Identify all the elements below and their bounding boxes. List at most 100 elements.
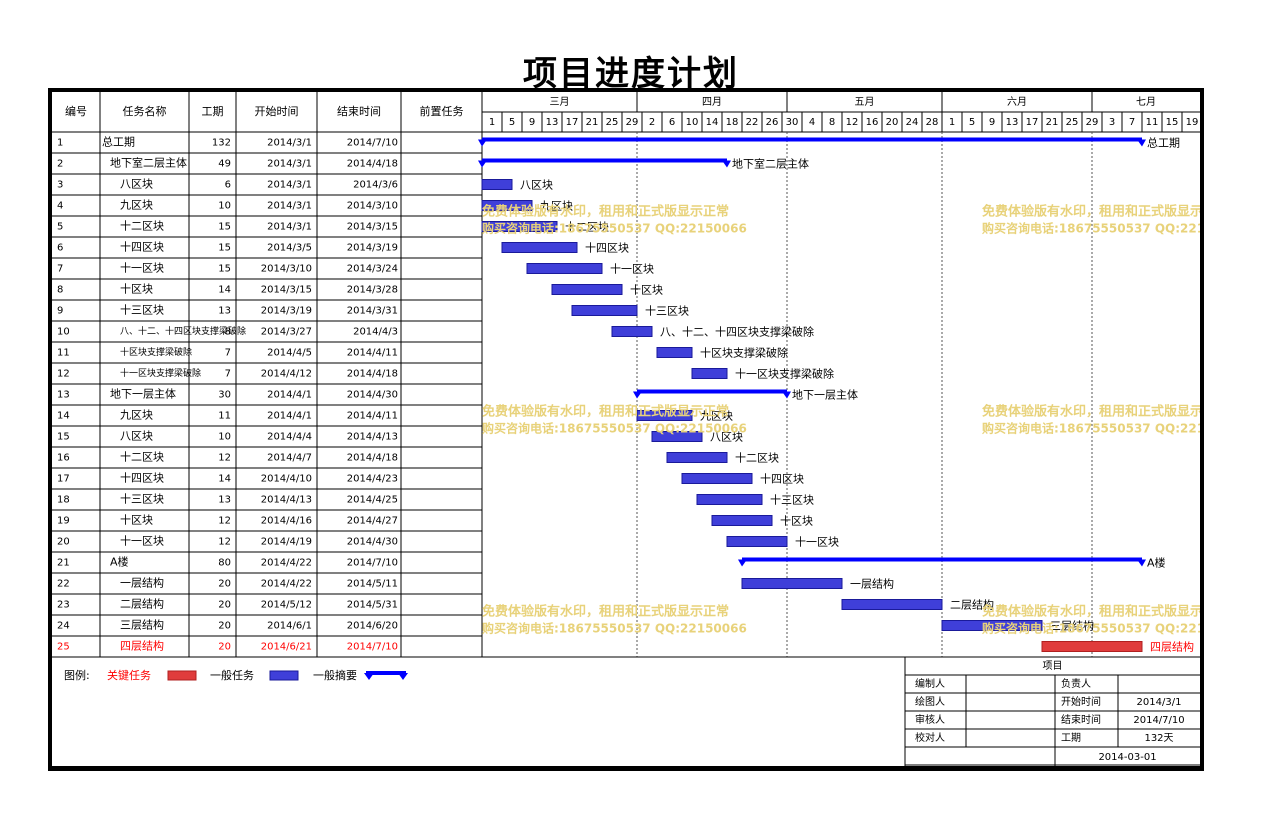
task-end: 2014/3/31 — [347, 306, 398, 317]
page-title: 项目进度计划 — [523, 54, 739, 94]
summary-cap — [722, 160, 731, 168]
task-end: 2014/4/27 — [347, 516, 398, 527]
task-duration: 14 — [218, 474, 231, 485]
task-duration: 20 — [218, 579, 231, 590]
task-end: 2014/5/31 — [347, 600, 398, 611]
task-id: 3 — [57, 180, 63, 191]
task-start: 2014/3/1 — [267, 222, 312, 233]
task-start: 2014/4/1 — [267, 411, 312, 422]
task-name: 十一区块 — [120, 534, 164, 548]
info-value: 2014/3/1 — [1137, 697, 1182, 708]
task-duration: 20 — [218, 621, 231, 632]
bar-label: 十一区块 — [795, 535, 839, 549]
task-name: 十二区块 — [120, 450, 164, 464]
task-duration: 12 — [218, 453, 231, 464]
general-task-bar — [481, 221, 558, 232]
summary-cap — [782, 391, 791, 399]
task-id: 1 — [57, 138, 63, 149]
task-start: 2014/3/5 — [267, 243, 312, 254]
task-id: 25 — [57, 642, 70, 653]
day-tick-label: 14 — [706, 117, 719, 128]
general-task-bar — [501, 242, 578, 253]
task-name: 十三区块 — [120, 492, 164, 506]
summary-bar — [482, 137, 1142, 142]
legend-general-label: 一般任务 — [210, 669, 254, 682]
task-end: 2014/4/3 — [353, 327, 398, 338]
day-tick-label: 25 — [606, 117, 619, 128]
bar-label: 四层结构 — [1150, 640, 1194, 654]
task-id: 6 — [57, 243, 63, 254]
task-duration: 14 — [218, 285, 231, 296]
watermark-text: 购买咨询电话:18675550537 QQ:22150066 — [982, 421, 1200, 436]
info-key: 结束时间 — [1061, 713, 1101, 726]
day-tick-label: 5 — [969, 117, 975, 128]
task-start: 2014/3/19 — [261, 306, 312, 317]
bar-label: 十三区块 — [770, 493, 814, 507]
watermark-text: 免费体验版有水印，租用和正式版显示正常 — [482, 204, 729, 220]
general-task-bar — [571, 305, 638, 316]
task-end: 2014/4/30 — [347, 390, 398, 401]
info-key: 审核人 — [915, 713, 945, 726]
summary-bar — [742, 557, 1142, 562]
task-start: 2014/4/22 — [261, 558, 312, 569]
bar-label: 九区块 — [700, 410, 733, 423]
task-name: 四层结构 — [120, 639, 164, 653]
watermark-text: 免费体验版有水印，租用和正式版显示正常 — [982, 204, 1200, 220]
legend-summary-swatch — [366, 671, 406, 675]
task-id: 7 — [57, 264, 63, 275]
summary-cap — [1137, 559, 1146, 567]
general-task-bar — [691, 368, 728, 379]
day-tick-label: 19 — [1186, 117, 1199, 128]
day-tick-label: 2 — [649, 117, 655, 128]
day-tick-label: 22 — [746, 117, 759, 128]
task-name: 十四区块 — [120, 240, 164, 254]
day-tick-label: 29 — [626, 117, 639, 128]
task-end: 2014/4/11 — [347, 411, 398, 422]
task-id: 16 — [57, 453, 70, 464]
watermark-text: 购买咨询电话:18675550537 QQ:22150066 — [482, 421, 747, 436]
task-start: 2014/6/21 — [261, 642, 312, 653]
task-duration: 11 — [218, 411, 231, 422]
day-tick-label: 11 — [1146, 117, 1159, 128]
column-header: 任务名称 — [123, 104, 167, 118]
critical-task-bar — [1041, 641, 1143, 652]
general-task-bar — [651, 431, 703, 442]
task-start: 2014/4/7 — [267, 453, 312, 464]
task-name: 一层结构 — [120, 576, 164, 590]
task-end: 2014/3/15 — [347, 222, 398, 233]
task-end: 2014/3/10 — [347, 201, 398, 212]
task-duration: 12 — [218, 537, 231, 548]
legend-critical-label: 关键任务 — [107, 668, 151, 682]
task-duration: 12 — [218, 516, 231, 527]
task-duration: 7 — [225, 369, 231, 380]
watermark-text: 购买咨询电话:18675550537 QQ:22150066 — [982, 221, 1200, 236]
task-duration: 13 — [218, 495, 231, 506]
task-id: 2 — [57, 159, 63, 170]
task-name: 十一区块支撑梁破除 — [120, 367, 201, 379]
day-tick-label: 25 — [1066, 117, 1079, 128]
info-value: 132天 — [1144, 733, 1173, 744]
day-tick-label: 26 — [766, 117, 779, 128]
day-tick-label: 10 — [686, 117, 699, 128]
task-duration: 10 — [218, 201, 231, 212]
task-duration: 7 — [225, 348, 231, 359]
watermark-text: 购买咨询电话:18675550537 QQ:22150066 — [482, 621, 747, 636]
task-name: 九区块 — [120, 409, 153, 422]
task-start: 2014/3/1 — [267, 201, 312, 212]
day-tick-label: 20 — [886, 117, 899, 128]
month-label: 七月 — [1136, 96, 1156, 108]
general-task-bar — [726, 536, 788, 547]
day-tick-label: 9 — [529, 117, 535, 128]
task-name: 地下一层主体 — [110, 387, 176, 401]
task-name: 地下室二层主体 — [110, 156, 187, 170]
task-id: 4 — [57, 201, 63, 212]
info-key: 负责人 — [1061, 677, 1091, 690]
task-start: 2014/4/10 — [261, 474, 312, 485]
watermark-text: 免费体验版有水印，租用和正式版显示正常 — [982, 604, 1200, 620]
task-duration: 15 — [218, 222, 231, 233]
general-task-bar — [481, 200, 533, 211]
day-tick-label: 5 — [509, 117, 515, 128]
task-end: 2014/4/11 — [347, 348, 398, 359]
